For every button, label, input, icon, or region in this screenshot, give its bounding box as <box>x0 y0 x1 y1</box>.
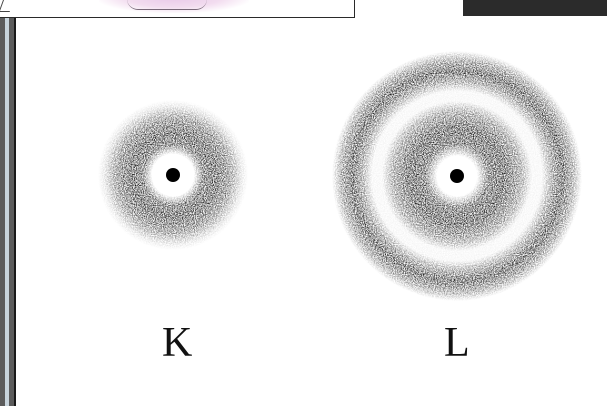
l-shell-label: L <box>444 322 470 364</box>
l-shell-nucleus <box>450 169 464 183</box>
k-shell-nucleus <box>166 168 180 182</box>
l-shell-atom <box>332 51 582 301</box>
k-shell-label: K <box>162 322 192 364</box>
k-shell-atom <box>98 100 248 250</box>
